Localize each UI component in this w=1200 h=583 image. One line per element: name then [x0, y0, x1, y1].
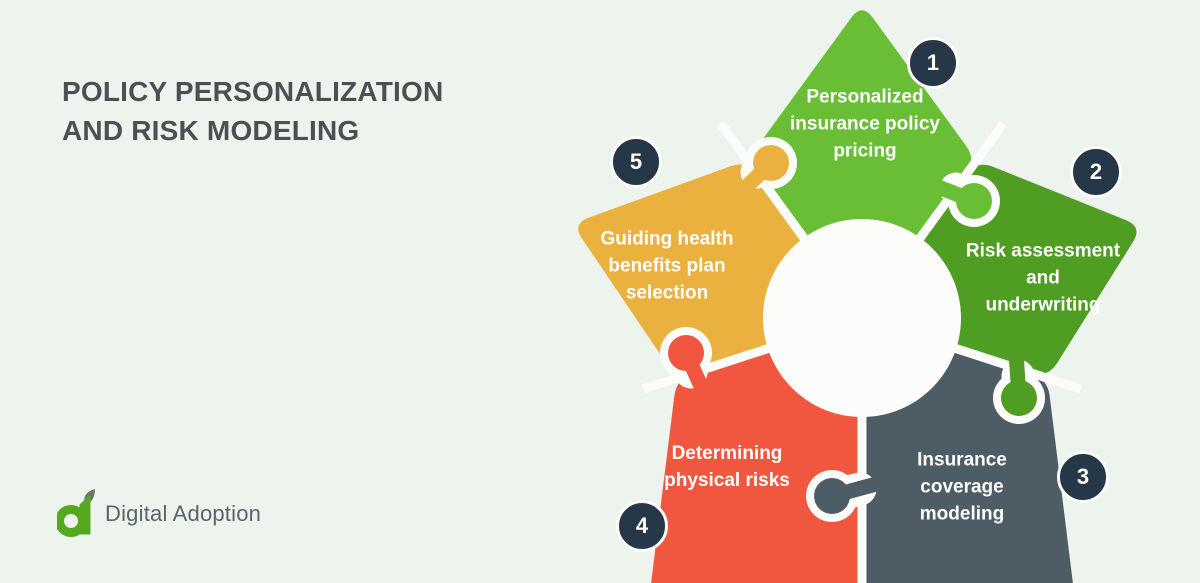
- piece-5-label: Guiding health benefits plan selection: [601, 226, 734, 307]
- piece-1-label-line: insurance policy: [790, 113, 940, 135]
- piece-4-label: Determining physical risks: [664, 440, 790, 494]
- step-badge-5-number: 5: [629, 149, 643, 174]
- step-badge-4: 4: [616, 500, 668, 552]
- piece-1-label-line: pricing: [833, 140, 897, 162]
- page-title: POLICY PERSONALIZATION AND RISK MODELING: [62, 72, 443, 150]
- piece-4-tab: [660, 327, 714, 405]
- piece-1-label: Personalized insurance policy pricing: [790, 84, 940, 165]
- piece-5-tab: [731, 137, 797, 202]
- piece-2-label-line: and: [1026, 267, 1060, 289]
- piece-2-label-line: Risk assessment: [965, 240, 1121, 262]
- piece-1-tab: [915, 172, 1000, 227]
- logo-ring: [57, 505, 87, 537]
- tab-3-knob: [814, 478, 850, 514]
- step-badge-1-number: 1: [926, 50, 940, 75]
- piece-1-label-line: Personalized: [806, 86, 924, 108]
- page-title-line-1: POLICY PERSONALIZATION: [62, 76, 444, 107]
- piece-3-tab: [806, 470, 888, 522]
- step-badge-5: 5: [610, 136, 662, 188]
- piece-4-label-line: Determining: [671, 443, 783, 464]
- logo-ascender: [79, 495, 91, 535]
- piece-3-label-line: modeling: [919, 503, 1005, 525]
- digital-adoption-logo: Digital Adoption: [57, 489, 261, 539]
- center-circle: [763, 219, 961, 417]
- tab-4-knob: [668, 335, 704, 371]
- piece-2-label-line: underwriting: [985, 294, 1101, 316]
- piece-4-label-line: physical risks: [664, 470, 790, 491]
- step-badge-1: 1: [907, 37, 959, 89]
- piece-5-label-line: Guiding health: [600, 228, 734, 250]
- piece-3-label-line: Insurance: [917, 449, 1007, 471]
- logo-text: Digital Adoption: [105, 501, 262, 526]
- logo-d-icon: [57, 489, 95, 537]
- piece-5-label-line: selection: [625, 282, 709, 304]
- piece-2-tab: [993, 344, 1045, 424]
- step-badge-3-number: 3: [1076, 464, 1090, 489]
- piece-3-label-line: coverage: [920, 476, 1004, 498]
- page-title-line-2: AND RISK MODELING: [62, 115, 360, 146]
- tab-1-knob: [956, 183, 992, 219]
- tab-5-knob: [753, 145, 789, 181]
- piece-5-label-line: benefits plan: [608, 255, 726, 277]
- piece-3-label: Insurance coverage modeling: [917, 447, 1007, 528]
- step-badge-3: 3: [1057, 451, 1109, 503]
- tab-2-knob: [1001, 380, 1037, 416]
- piece-2-label: Risk assessment and underwriting: [966, 238, 1120, 319]
- step-badge-2: 2: [1070, 146, 1122, 198]
- step-badge-4-number: 4: [635, 513, 649, 538]
- step-badge-2-number: 2: [1089, 159, 1103, 184]
